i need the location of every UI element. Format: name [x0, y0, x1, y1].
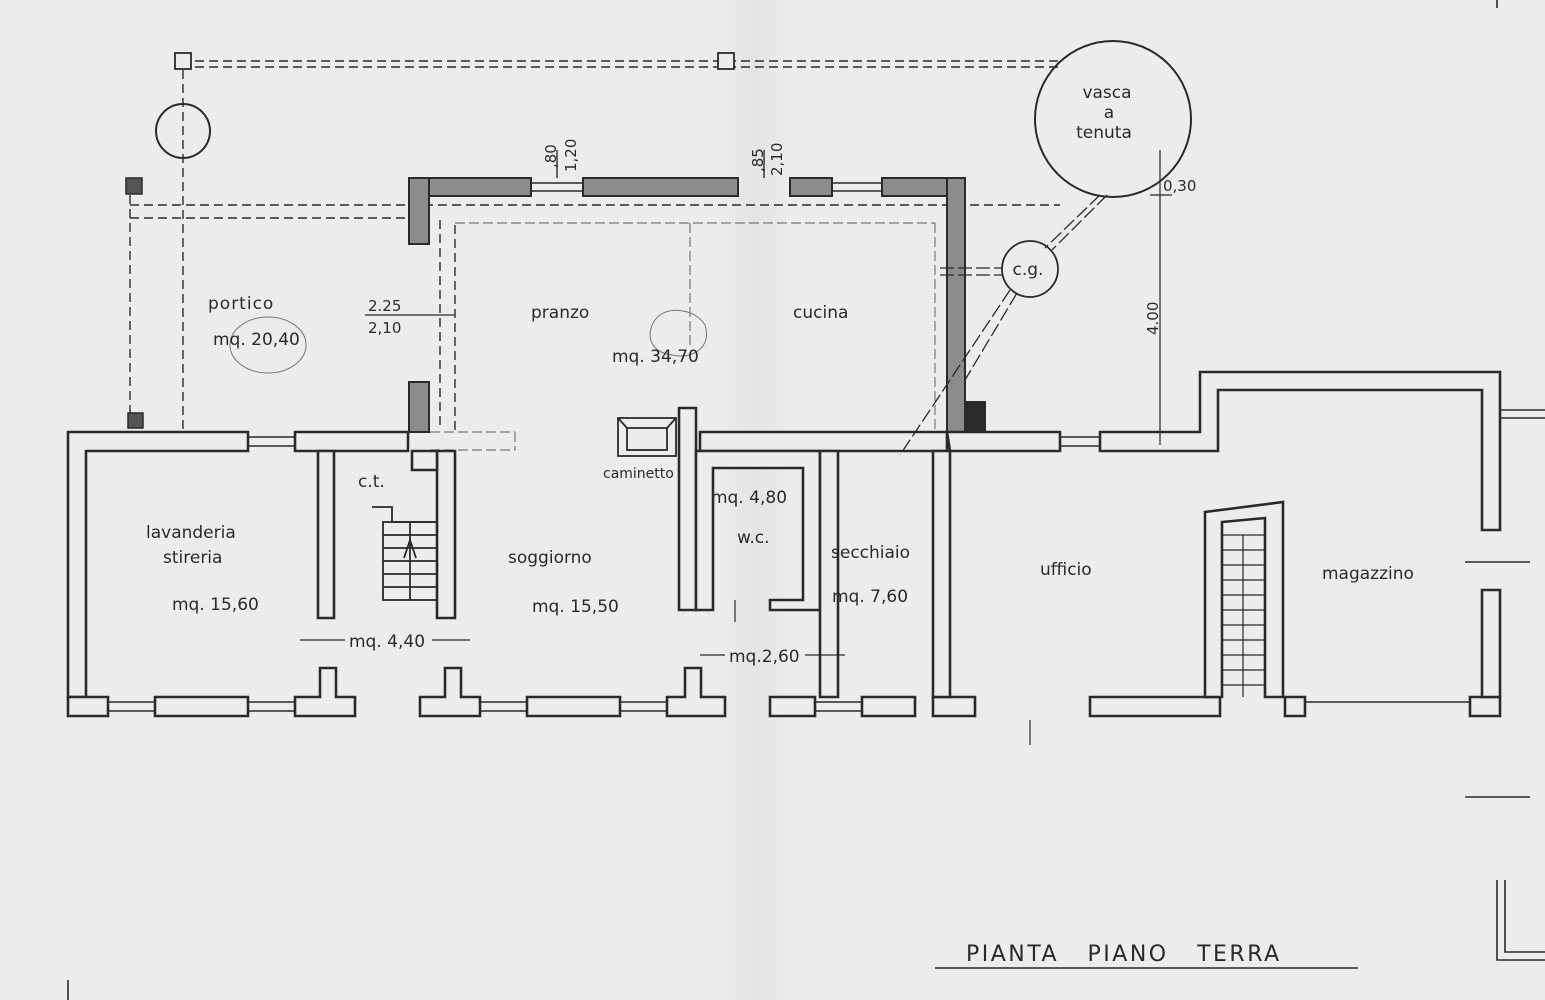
dimension-labels: ,80 1,20 ,85 2,10 2.25 2,10 0,30 4.00 — [368, 139, 1196, 337]
label-ct-area: mq. 4,40 — [349, 632, 425, 652]
tank-labels: vasca a tenuta c.g. — [1013, 83, 1132, 280]
window-marks-top — [531, 150, 882, 192]
label-ct: c.t. — [358, 472, 385, 492]
label-pranzo-area: mq. 34,70 — [612, 347, 699, 367]
portico-post — [174, 52, 192, 70]
dim-225: 2.25 — [368, 297, 401, 315]
label-wc: w.c. — [737, 528, 770, 548]
tank-line2: a — [1104, 103, 1114, 123]
grease-trap — [1001, 240, 1059, 298]
stair-ct — [372, 506, 438, 601]
dim-030: 0,30 — [1163, 177, 1196, 195]
portico-post — [717, 52, 735, 70]
label-caminetto: caminetto — [603, 466, 674, 482]
inner-wall-lines — [430, 222, 936, 451]
label-secchiaio: secchiaio — [831, 543, 910, 563]
tank-line1: vasca — [1082, 83, 1131, 103]
label-soggiorno-area: mq. 15,50 — [532, 597, 619, 617]
label-wc-area: mq. 4,80 — [711, 488, 787, 508]
dim-400: 4.00 — [1144, 302, 1162, 335]
stair-magazzino — [1222, 534, 1265, 697]
caminetto-symbol — [617, 417, 677, 457]
label-corridor-area: mq.2,60 — [729, 647, 800, 667]
tank-line3: tenuta — [1076, 123, 1132, 143]
label-stireria: stireria — [163, 548, 222, 568]
manhole — [155, 103, 211, 159]
dim-085: ,85 — [749, 148, 767, 172]
window-marks-bottom — [108, 436, 1470, 712]
room-labels: portico mq. 20,40 pranzo mq. 34,70 cucin… — [146, 294, 1414, 667]
label-magazzino: magazzino — [1322, 564, 1414, 584]
septic-tank — [1034, 40, 1192, 198]
portico-column — [127, 412, 144, 429]
drawing-title: PIANTA PIANO TERRA — [966, 942, 1282, 967]
dim-210-top: 2,10 — [768, 143, 786, 176]
dim-210-side: 2,10 — [368, 319, 401, 337]
label-cucina: cucina — [793, 303, 848, 323]
label-portico: portico — [208, 294, 274, 314]
new-walls — [408, 177, 986, 433]
label-pranzo: pranzo — [531, 303, 589, 323]
portico-column — [125, 177, 143, 195]
sheet-edge-marks — [67, 0, 1545, 1000]
label-soggiorno: soggiorno — [508, 548, 592, 568]
dim-120: 1,20 — [562, 139, 580, 172]
dimension-lines — [300, 150, 1172, 745]
drain-pipes — [899, 194, 1108, 456]
portico-outline — [129, 60, 1062, 430]
label-portico-area: mq. 20,40 — [213, 330, 300, 350]
cg-label: c.g. — [1013, 260, 1044, 280]
label-lavanderia-area: mq. 15,60 — [172, 595, 259, 615]
label-ufficio: ufficio — [1040, 560, 1092, 580]
label-lavanderia: lavanderia — [146, 523, 236, 543]
label-secchiaio-area: mq. 7,60 — [832, 587, 908, 607]
dim-080: ,80 — [542, 144, 560, 168]
pencil-marks — [229, 309, 707, 374]
